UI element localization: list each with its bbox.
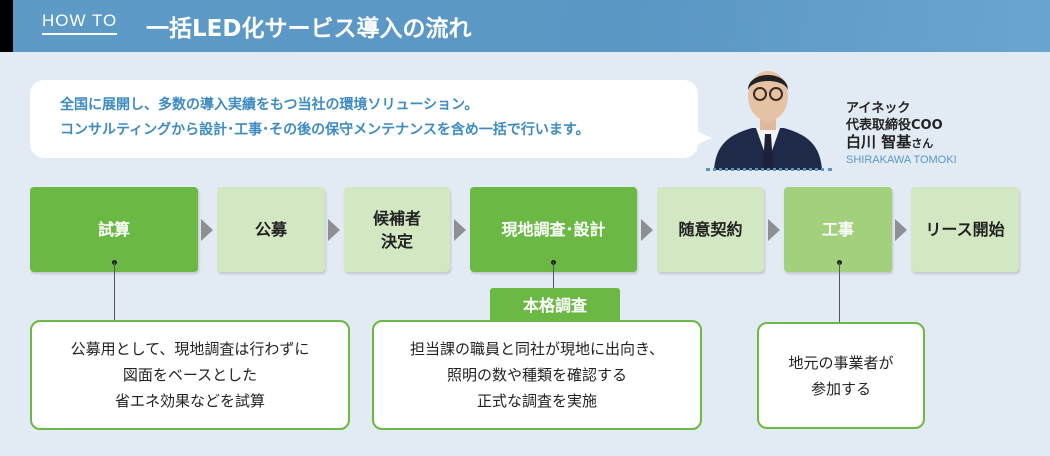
- arrow-icon: [201, 219, 213, 241]
- person-photo: [714, 71, 822, 170]
- howto-label: HOW TO: [42, 11, 118, 35]
- arrow-icon: [768, 219, 780, 241]
- arrow-icon: [895, 219, 907, 241]
- step-site-survey-design: 現地調査･設計: [470, 187, 637, 272]
- note-construction: 地元の事業者が参加する: [757, 322, 925, 429]
- person-name: 白川 智基: [846, 133, 912, 151]
- step-public-offering: 公募: [217, 187, 325, 272]
- person-role: 代表取締役COO: [846, 118, 943, 133]
- header-accent-bar: [0, 0, 13, 52]
- bubble-line: コンサルティングから設計･工事･その後の保守メンテナンスを含め一括で行います。: [60, 122, 590, 138]
- header-banner: HOW TO 一括LED化サービス導入の流れ: [0, 0, 1050, 52]
- person-company: アイネック: [846, 101, 911, 116]
- connector-line: [839, 262, 840, 322]
- step-estimate: 試算: [30, 187, 198, 272]
- speech-bubble: 全国に展開し、多数の導入実績をもつ当社の環境ソリューション。 コンサルティングか…: [30, 80, 712, 158]
- note-site-survey: 担当課の職員と同社が現地に出向き、照明の数や種類を確認する正式な調査を実施: [372, 320, 702, 430]
- person-roman-name: SHIRAKAWA TOMOKI: [846, 154, 957, 166]
- connector-line: [553, 262, 554, 288]
- step-construction: 工事: [784, 187, 892, 272]
- step-candidate-decision: 候補者決定: [344, 187, 450, 272]
- step-lease-start: リース開始: [911, 187, 1019, 272]
- person-honorific: さん: [911, 137, 934, 150]
- note-estimate: 公募用として、現地調査は行わずに図面をベースとした省エネ効果などを試算: [30, 320, 350, 430]
- photo-divider: [706, 168, 832, 171]
- step-private-contract: 随意契約: [657, 187, 764, 272]
- arrow-icon: [328, 219, 340, 241]
- connector-line: [114, 262, 115, 322]
- arrow-icon: [641, 219, 653, 241]
- page-title: 一括LED化サービス導入の流れ: [146, 16, 472, 42]
- full-survey-tag: 本格調査: [490, 288, 620, 320]
- arrow-icon: [454, 219, 466, 241]
- person-info: アイネック 代表取締役COO 白川 智基さん SHIRAKAWA TOMOKI: [846, 100, 957, 169]
- bubble-line: 全国に展開し、多数の導入実績をもつ当社の環境ソリューション。: [60, 97, 479, 113]
